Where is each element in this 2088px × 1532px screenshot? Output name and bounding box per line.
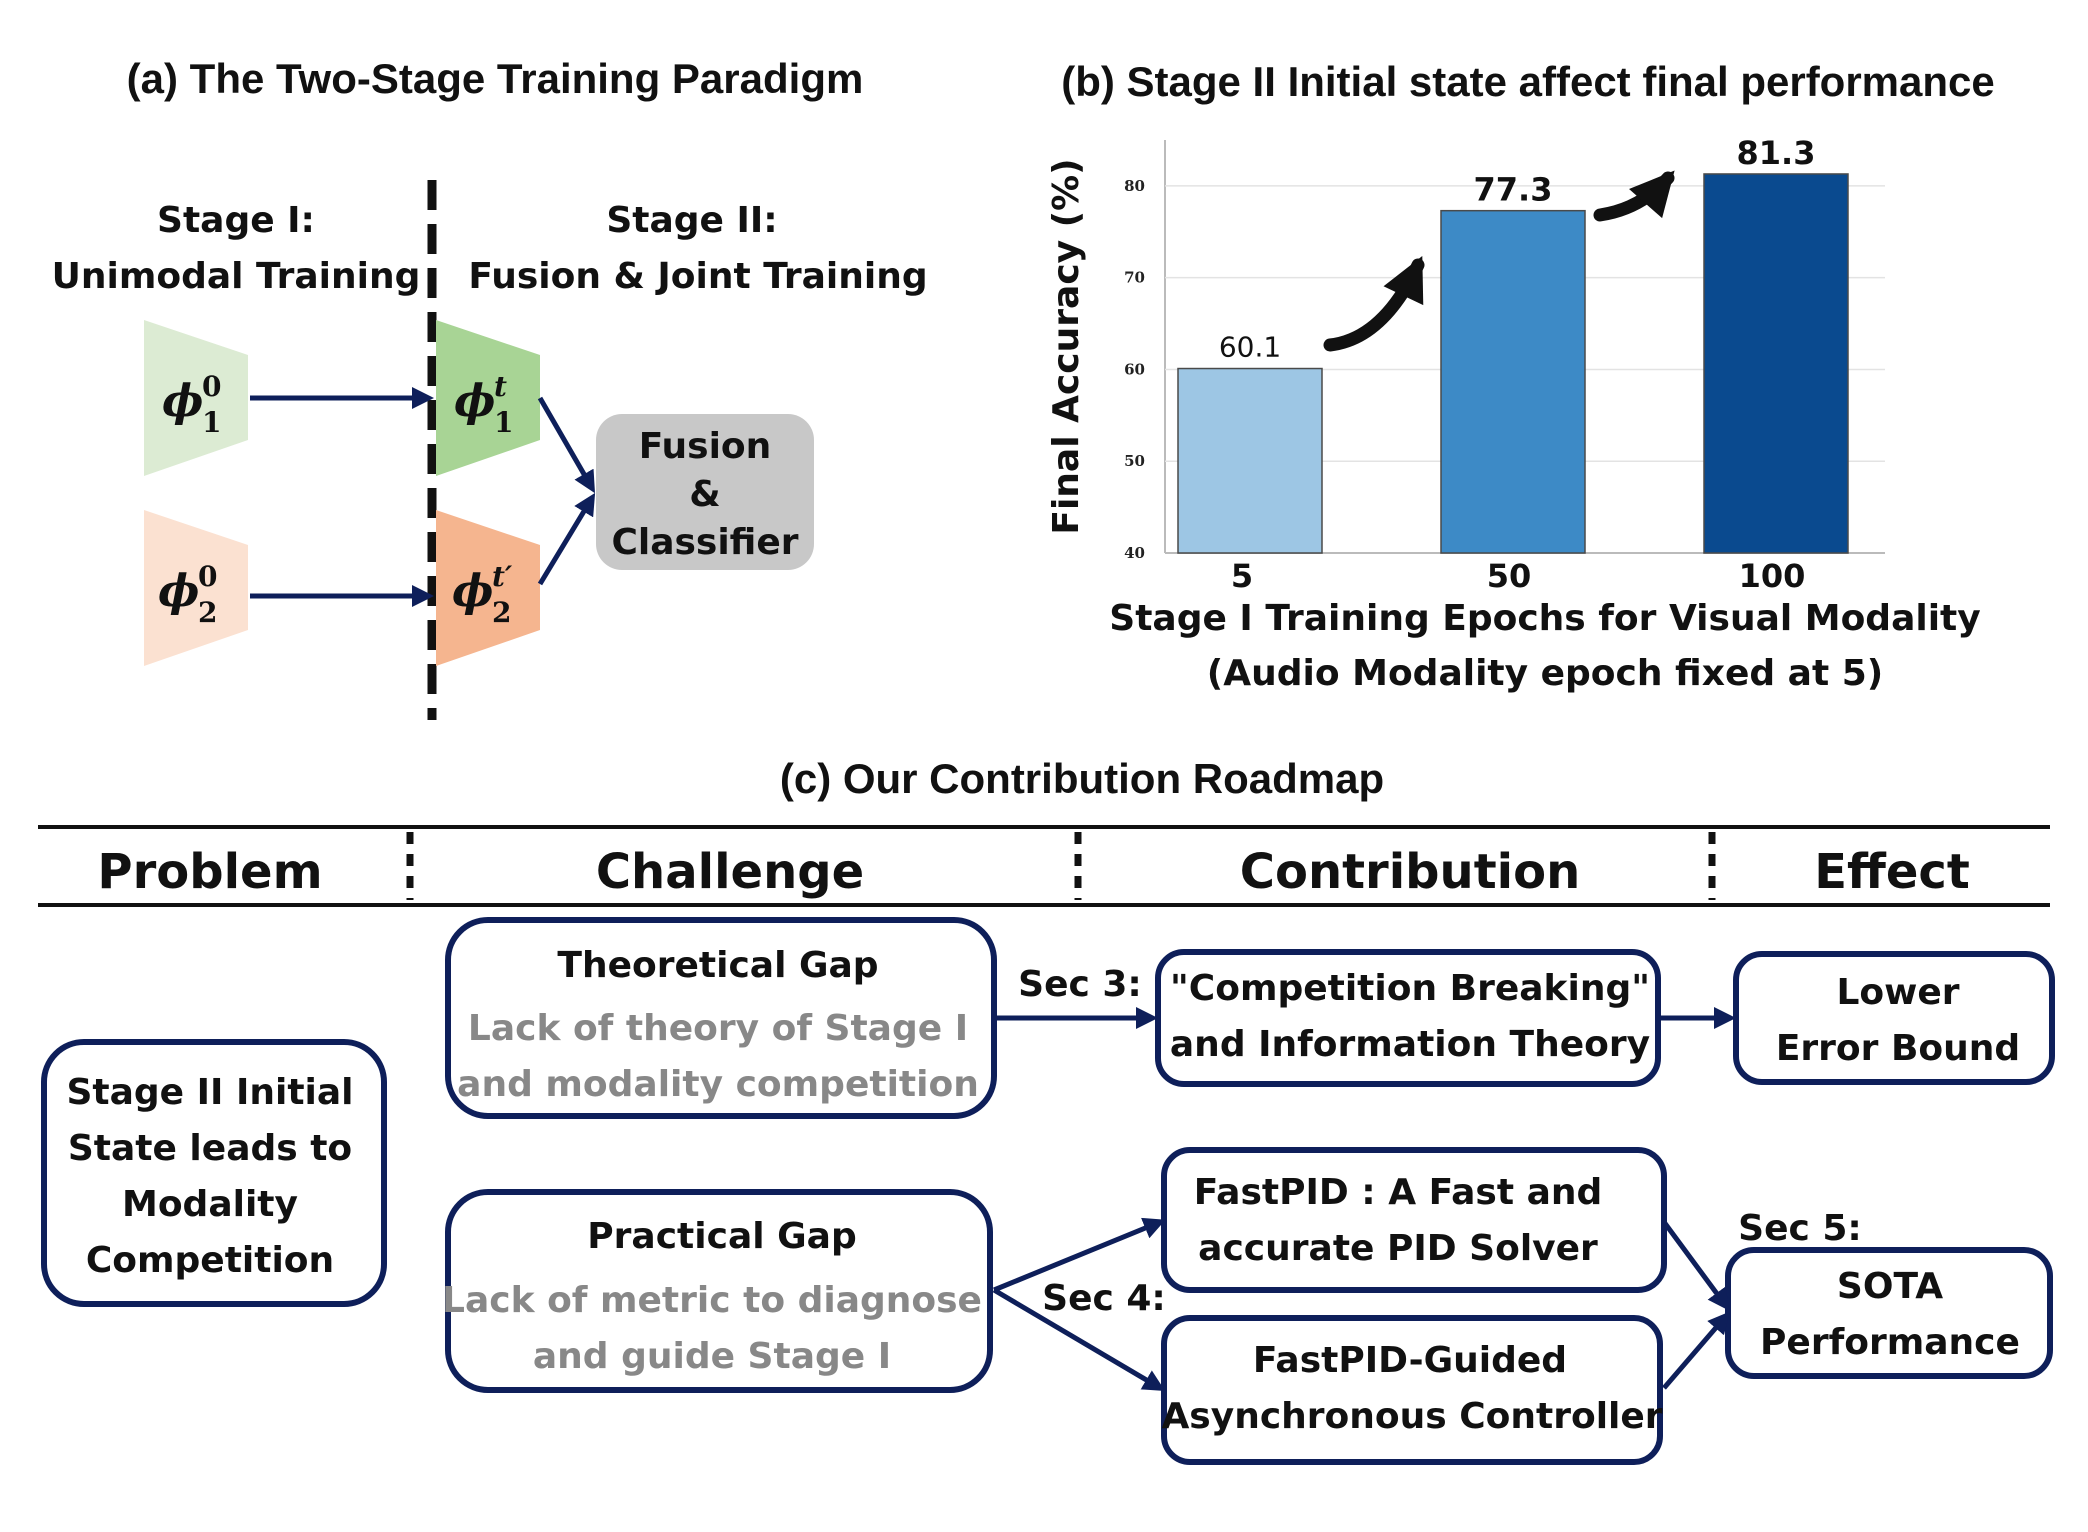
arrow-controller-to-sota xyxy=(1662,1311,1730,1390)
arrow-enc2-to-fusion xyxy=(537,492,596,586)
fastpid-box xyxy=(1161,1147,1667,1293)
sota-text: Performance xyxy=(1760,1322,2020,1363)
encoder-phi1-t xyxy=(436,320,540,476)
growth-arrow-5-to-50-head xyxy=(1383,255,1424,306)
panel-a: (a) The Two-Stage Training Paradigm Stag… xyxy=(52,55,928,720)
bar-50 xyxy=(1440,209,1586,554)
panel-b-title: (b) Stage II Initial state affect final … xyxy=(1061,58,1995,105)
lower-error-bound-text: Lower xyxy=(1836,972,1959,1013)
classifier-label: Classifier xyxy=(611,522,798,563)
accuracy-bar-chart: 40 50 60 70 80 Final Accuracy (%) 60.1 5 77.3 50 8… xyxy=(1046,134,1885,595)
panel-c-title: (c) Our Contribution Roadmap xyxy=(780,755,1384,802)
label-phi2-t: ϕ 2 t′ xyxy=(452,560,513,629)
panel-c: (c) Our Contribution Roadmap Problem Cha… xyxy=(38,755,2055,1465)
practical-gap-box xyxy=(445,1189,993,1393)
competition-breaking-text: and Information Theory xyxy=(1170,1024,1650,1065)
practical-gap-desc: and guide Stage I xyxy=(533,1336,891,1377)
phi-subscript: 2 xyxy=(492,596,511,629)
phi-subscript: 1 xyxy=(494,406,513,439)
x-tick-label: 100 xyxy=(1739,557,1806,595)
fastpid-text: FastPID : A Fast and xyxy=(1194,1172,1603,1213)
label-phi2-0: ϕ 2 0 xyxy=(158,560,217,629)
theoretical-gap-desc: and modality competition xyxy=(457,1064,979,1105)
problem-text: Modality xyxy=(122,1184,298,1225)
phi-superscript: 0 xyxy=(202,370,221,403)
problem-box xyxy=(41,1039,387,1307)
encoder-phi2-0 xyxy=(144,510,248,666)
chart-xlabel: Stage I Training Epochs for Visual Modal… xyxy=(1109,598,1980,639)
competition-breaking-box xyxy=(1155,949,1661,1087)
y-tick-label: 80 xyxy=(1124,177,1145,195)
column-header-challenge: Challenge xyxy=(596,844,864,900)
phi-subscript: 2 xyxy=(198,596,217,629)
phi-symbol: ϕ xyxy=(452,566,493,617)
encoder-phi2-t xyxy=(436,510,540,666)
stage2-sublabel: Fusion & Joint Training xyxy=(468,256,927,297)
sec5-label: Sec 5: xyxy=(1738,1208,1862,1249)
async-controller-text: Asynchronous Controller xyxy=(1161,1396,1662,1437)
sota-text: SOTA xyxy=(1837,1266,1943,1307)
problem-text: State leads to xyxy=(68,1128,352,1169)
y-tick-label: 40 xyxy=(1124,544,1145,562)
column-header-effect: Effect xyxy=(1814,844,1970,900)
stage2-label: Stage II: xyxy=(606,200,777,241)
panel-a-title: (a) The Two-Stage Training Paradigm xyxy=(127,55,864,102)
sec3-label: Sec 3: xyxy=(1018,964,1142,1005)
y-tick-label: 60 xyxy=(1124,360,1145,378)
x-tick-label: 5 xyxy=(1231,557,1253,595)
arrow-practical-to-fastpid xyxy=(993,1217,1166,1293)
theoretical-gap-title: Theoretical Gap xyxy=(557,945,878,986)
bar-100 xyxy=(1703,173,1849,554)
practical-gap-desc: Lack of metric to diagnose xyxy=(442,1280,982,1321)
competition-breaking-text: "Competition Breaking" xyxy=(1170,968,1650,1009)
problem-text: Competition xyxy=(86,1240,334,1281)
bar-5 xyxy=(1177,367,1323,554)
panel-b: (b) Stage II Initial state affect final … xyxy=(1046,58,1995,694)
column-header-problem: Problem xyxy=(97,844,322,900)
bar-value-label: 60.1 xyxy=(1219,331,1281,364)
phi-symbol: ϕ xyxy=(454,376,495,427)
lower-error-bound-box xyxy=(1733,951,2055,1085)
y-tick-label: 50 xyxy=(1124,452,1145,470)
practical-gap-title: Practical Gap xyxy=(587,1216,856,1257)
arrow-fastpid-to-sota xyxy=(1661,1220,1730,1311)
chart-ylabel: Final Accuracy (%) xyxy=(1046,158,1087,534)
bar-value-label: 81.3 xyxy=(1737,134,1816,172)
label-phi1-0: ϕ 1 0 xyxy=(162,370,221,439)
problem-text: Stage II Initial xyxy=(66,1072,353,1113)
phi-superscript: 0 xyxy=(198,560,217,593)
phi-superscript: t xyxy=(494,370,507,403)
async-controller-text: FastPID-Guided xyxy=(1253,1340,1567,1381)
phi-symbol: ϕ xyxy=(162,376,203,427)
growth-arrow-50-to-100-head xyxy=(1629,170,1675,219)
bar-value-label: 77.3 xyxy=(1474,171,1553,209)
theoretical-gap-desc: Lack of theory of Stage I xyxy=(468,1008,968,1049)
y-tick-label: 70 xyxy=(1124,269,1145,287)
x-tick-label: 50 xyxy=(1487,557,1532,595)
theoretical-gap-box xyxy=(445,917,997,1119)
fusion-label: Fusion xyxy=(639,426,772,467)
fusion-ampersand: & xyxy=(689,474,720,515)
fusion-classifier-box xyxy=(596,414,814,570)
phi-superscript: t′ xyxy=(492,560,513,593)
phi-subscript: 1 xyxy=(202,406,221,439)
arrow-enc1-to-fusion xyxy=(537,396,596,494)
phi-symbol: ϕ xyxy=(158,566,199,617)
chart-xlabel-note: (Audio Modality epoch fixed at 5) xyxy=(1207,653,1883,694)
label-phi1-t: ϕ 1 t xyxy=(454,370,513,439)
arrow-practical-to-controller xyxy=(992,1287,1166,1392)
stage1-sublabel: Unimodal Training xyxy=(52,256,421,297)
encoder-phi1-0 xyxy=(144,320,248,476)
stage1-label: Stage I: xyxy=(157,200,315,241)
sec4-label: Sec 4: xyxy=(1042,1278,1166,1319)
fastpid-text: accurate PID Solver xyxy=(1198,1228,1598,1269)
column-header-contribution: Contribution xyxy=(1240,844,1581,900)
lower-error-bound-text: Error Bound xyxy=(1776,1028,2020,1069)
